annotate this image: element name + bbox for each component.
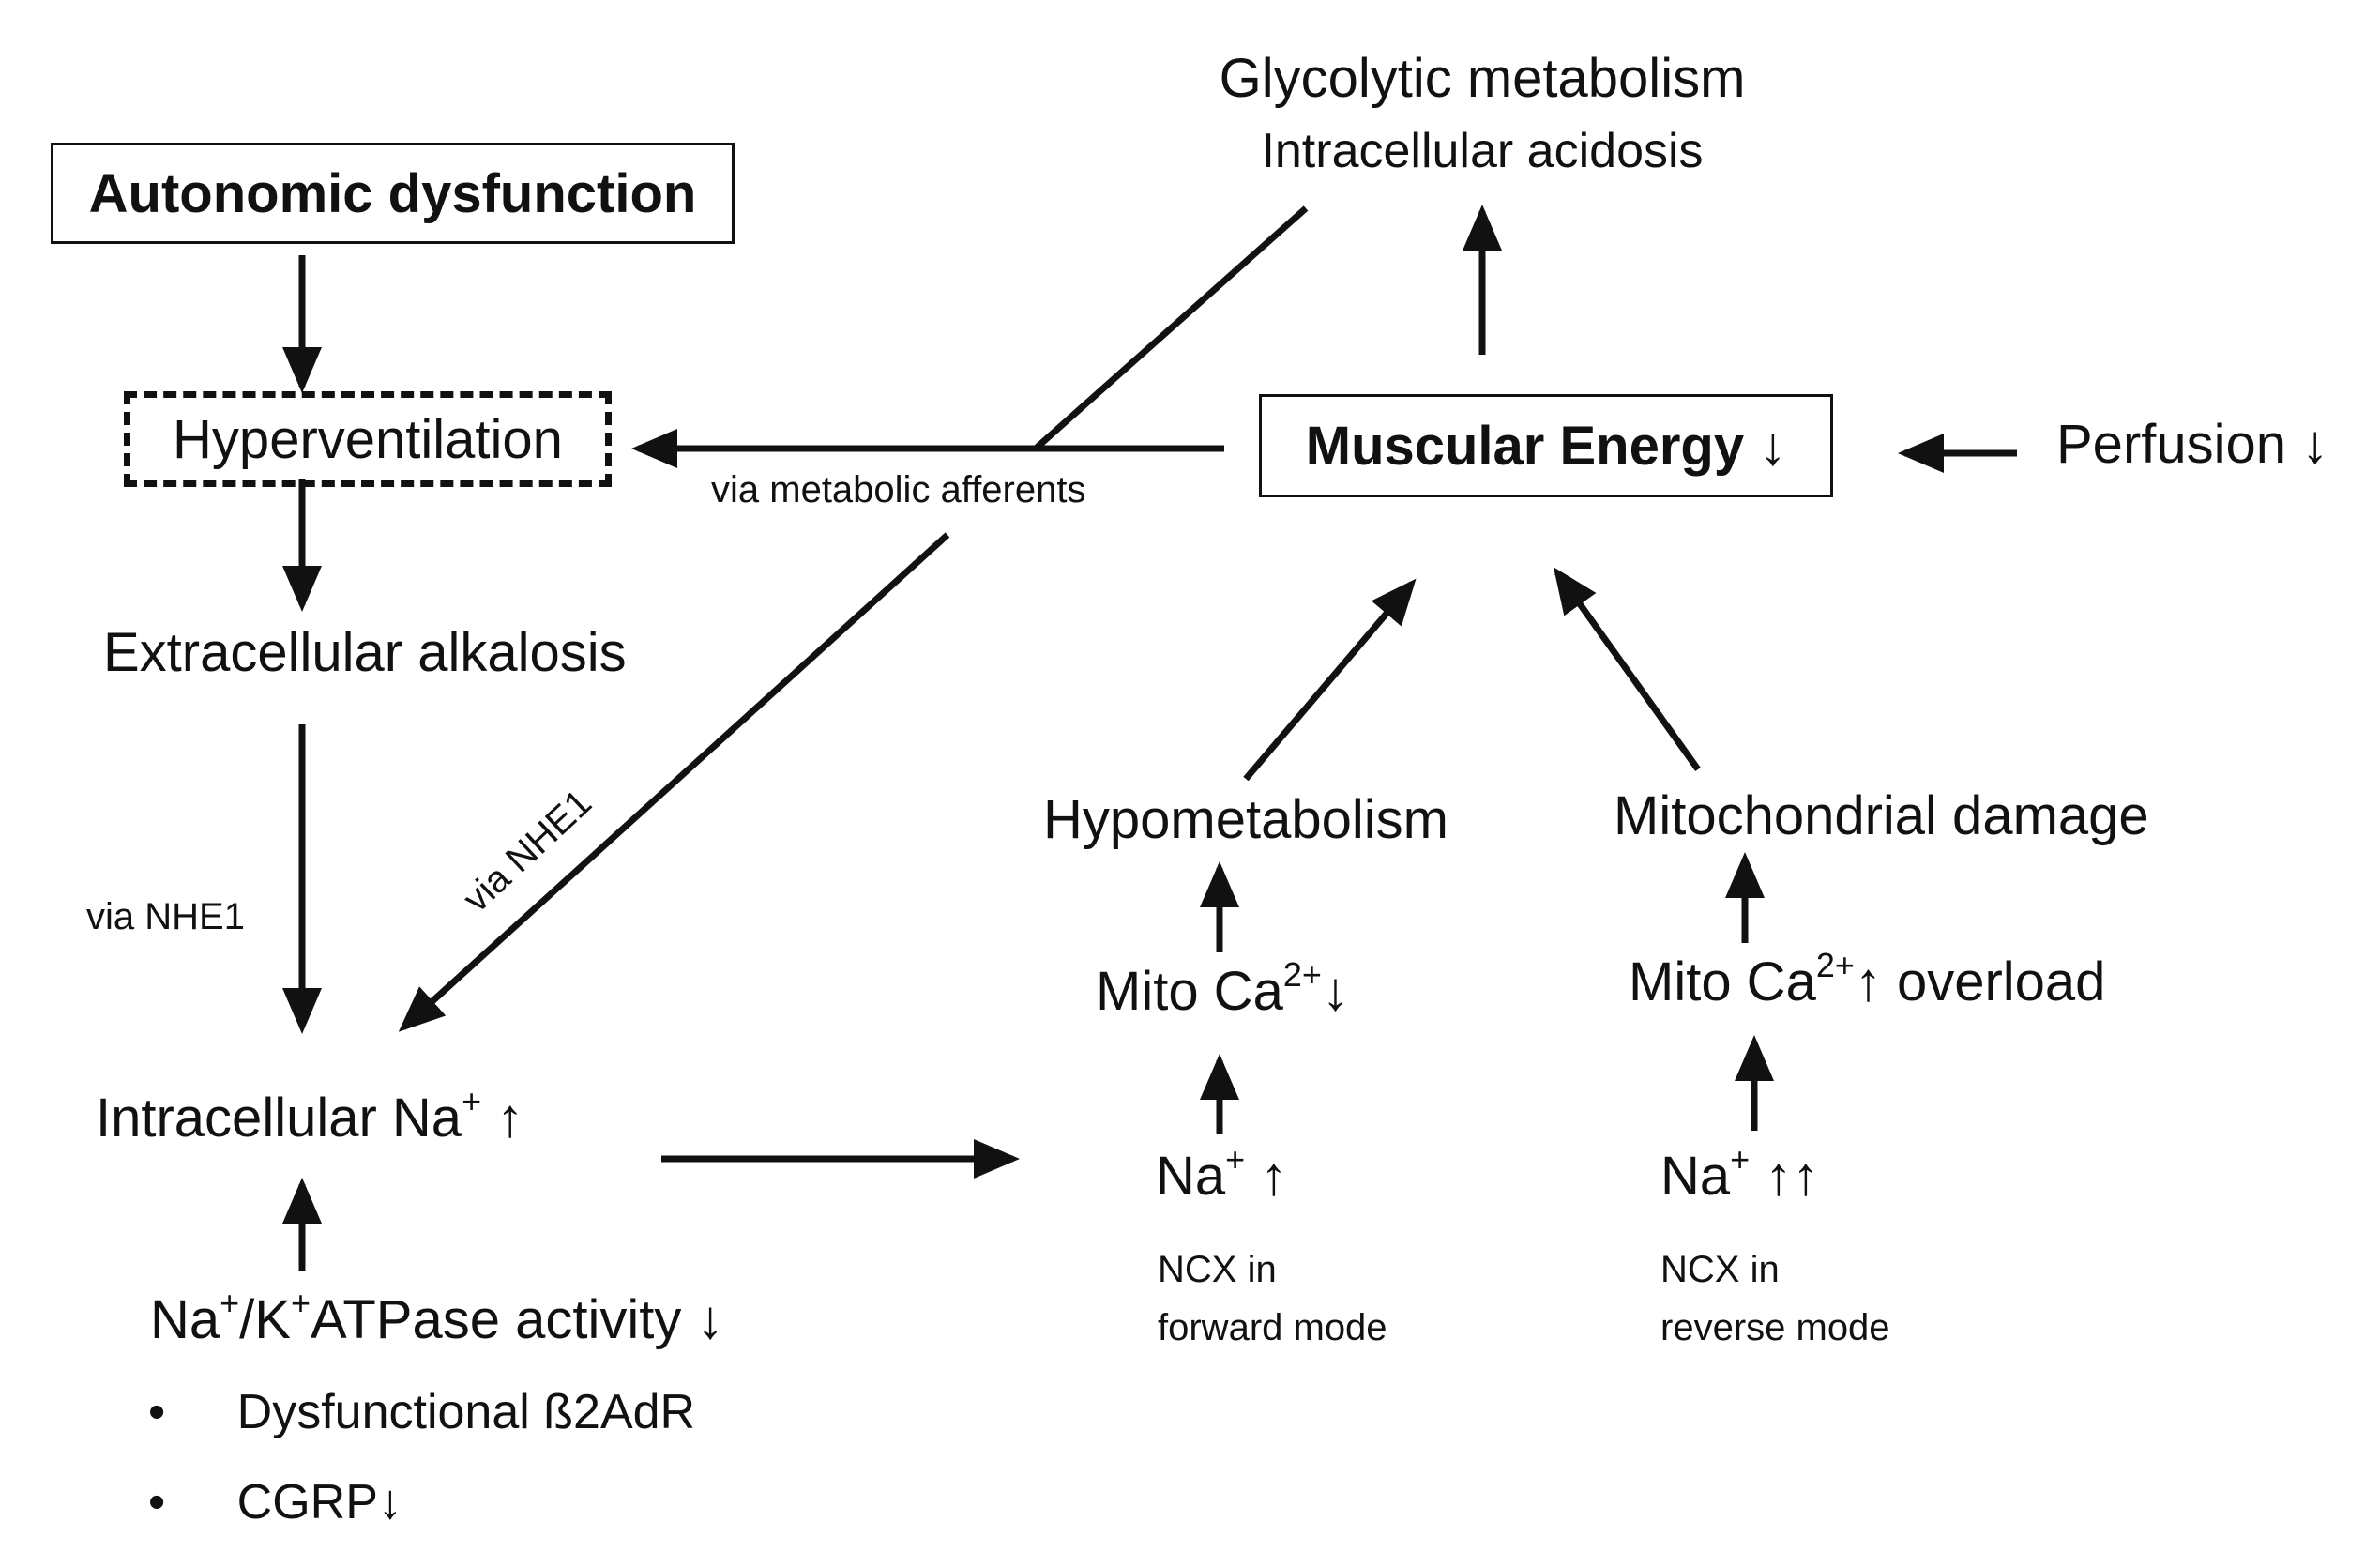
- muscular-energy-box: Muscular Energy ↓: [1259, 394, 1833, 497]
- arrow-mito-damage-to-energy: [1553, 567, 1701, 772]
- atpase-activity-label: Na+/K+ATPase activity ↓: [150, 1283, 724, 1350]
- na-reverse-label: Na+ ↑↑: [1660, 1139, 1820, 1207]
- extracellular-alkalosis-label: Extracellular alkalosis: [103, 622, 627, 683]
- mitochondrial-damage-label: Mitochondrial damage: [1614, 785, 2149, 846]
- hyperventilation-box: Hyperventilation: [124, 391, 612, 487]
- bullet-text: Dysfunctional ß2AdR: [236, 1385, 696, 1439]
- bullet-item-b2adr: • Dysfunctional ß2AdR: [148, 1385, 695, 1439]
- ncx-forward-note: NCX in forward mode: [1158, 1249, 1387, 1348]
- bullet-dot: •: [148, 1475, 166, 1529]
- bullet-text: CGRP↓: [236, 1475, 402, 1529]
- hyperventilation-label: Hyperventilation: [173, 408, 563, 470]
- ncx-reverse-note: NCX in reverse mode: [1660, 1249, 1890, 1348]
- hypometabolism-label: Hypometabolism: [1043, 789, 1448, 850]
- intracellular-acidosis-label: Intracellular acidosis: [1261, 124, 1704, 178]
- glycolytic-metabolism-label: Glycolytic metabolism: [1219, 48, 1746, 109]
- perfusion-label: Perfusion ↓: [2056, 414, 2329, 475]
- muscular-energy-label: Muscular Energy ↓: [1305, 415, 1787, 477]
- mito-ca-high-label: Mito Ca2+↑ overload: [1629, 945, 2106, 1012]
- mito-ca-low-label: Mito Ca2+↓: [1096, 954, 1349, 1022]
- arrow-acidosis-to-intracellular-na: [398, 532, 950, 1032]
- edge-label-via-metabolic-afferents: via metabolic afferents: [711, 469, 1086, 510]
- line-acidosis-to-afferents: [1034, 205, 1309, 450]
- na-forward-label: Na+ ↑: [1156, 1139, 1288, 1207]
- autonomic-dysfunction-box: Autonomic dysfunction: [51, 143, 735, 244]
- autonomic-dysfunction-label: Autonomic dysfunction: [88, 162, 697, 224]
- bullet-item-cgrp: • CGRP↓: [148, 1475, 402, 1529]
- bullet-dot: •: [148, 1385, 166, 1439]
- arrow-hypometabolism-to-energy: [1243, 578, 1417, 782]
- intracellular-na-label: Intracellular Na+ ↑: [96, 1081, 524, 1149]
- edge-label-via-nhe1-vertical: via NHE1: [86, 896, 245, 937]
